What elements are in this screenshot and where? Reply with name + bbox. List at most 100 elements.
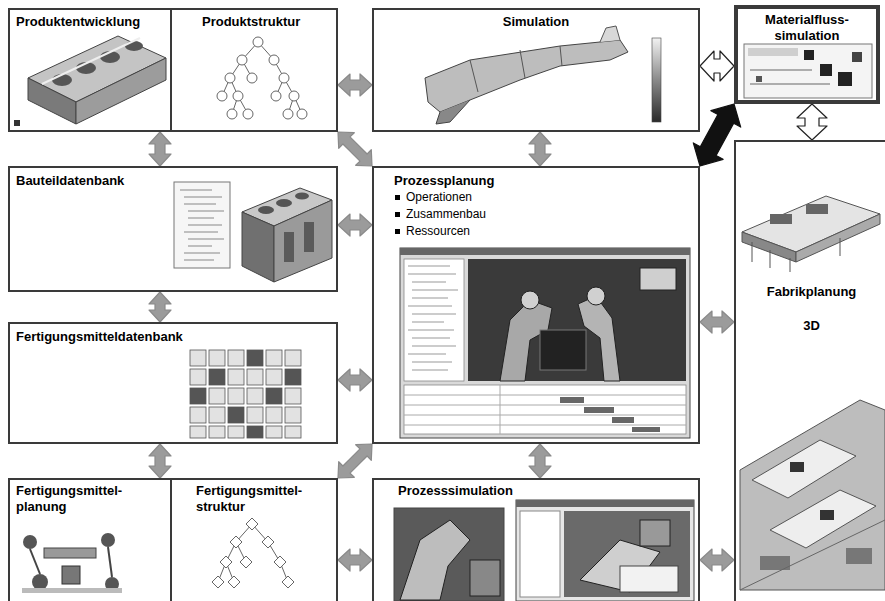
material-flow-illustration-part [744,44,872,98]
tool-database-icons-part [247,426,263,438]
process-simulation-screenshots-part [516,500,694,507]
equipment-tree-illustration-part [240,556,252,568]
process-planning-screenshot-part [408,330,454,331]
engine-block-illustration-part [284,232,294,262]
cylinder-head-illustration-part [76,58,166,124]
process-planning-screenshot-part [404,415,686,416]
process-planning-screenshot-part [404,405,686,406]
simulation-illustration-part [470,46,562,92]
double-arrow [700,549,734,571]
product-development-box: Produktentwicklung [8,8,172,132]
process-planning-screenshot-part [408,354,446,355]
process-simulation-box: Prozesssimulation [372,478,700,601]
process-planning-screenshot-part [412,362,452,363]
simulation-illustration-part [652,38,661,122]
process-simulation-screenshots-part [520,511,560,597]
tool-database-icons-part [209,350,225,366]
part-database-box: Bauteildatenbank [8,166,338,292]
product-tree-illustration-part [247,73,257,83]
factory-3d-illustration [740,400,885,590]
product-tree-illustration-part [233,91,243,101]
simulation-illustration-part [600,26,620,42]
product-tree-illustration-part [253,37,263,47]
material-flow-box: Materialfluss- simulation [734,5,880,104]
tool-database-icons-part [266,369,282,385]
process-simulation-screenshots-part [400,520,470,600]
tool-database-icons-part [209,369,225,385]
cylinder-head-illustration-part [52,74,72,86]
tool-database-icons-part [209,388,225,404]
box-title: Prozesssimulation [398,483,694,499]
tool-database-icons-part [228,426,244,438]
part-database-screenshot-part [184,232,218,233]
tool-database-icons-part [285,388,301,404]
bullet-item: Zusammenbau [394,206,694,223]
part-database-screenshot-part [188,246,212,247]
product-tree-illustration-part [243,109,253,119]
double-arrow [700,51,734,81]
product-tree-illustration-part [289,91,299,101]
box-title: Fertigungsmittel- struktur [196,483,332,515]
product-tree-illustration-part [271,91,281,101]
process-simulation-screenshots-part [394,508,504,601]
material-flow-illustration [744,44,872,98]
cylinder-head-illustration [14,36,166,126]
process-planning-screenshot-part [404,425,686,426]
engine-block-illustration [242,188,332,282]
equipment-planning-box: Fertigungsmittel- planung [8,478,172,601]
conveyor-illustration-part [770,214,792,224]
conveyor-illustration-part [806,204,828,214]
bullet-item: Operationen [394,189,694,206]
product-tree-illustration-part [217,91,227,101]
box-title: Fabrikplanung [736,284,885,300]
material-flow-illustration-part [750,70,812,71]
box-title: Produktstruktur [202,14,332,30]
process-planning-screenshot-part [468,259,686,381]
factory-3d-illustration-part [846,548,872,564]
double-arrow [529,132,551,166]
process-simulation-screenshots-part [470,560,500,596]
equipment-planning-illustration-part [108,547,112,577]
double-arrow [149,132,171,166]
equipment-planning-illustration-part [22,588,122,593]
tool-database-icons-part [266,426,282,438]
equipment-planning-illustration-part [30,549,40,574]
box-title: Simulation [374,14,698,30]
product-tree-illustration-part [225,73,235,83]
double-arrow [529,444,551,478]
equipment-tree-illustration-part [230,536,242,548]
process-simulation-screenshots-part [516,500,694,601]
tool-database-icons-part [285,369,301,385]
simulation-box: Simulation [372,8,700,132]
tool-database-box: Fertigungsmitteldatenbank [8,322,338,444]
tool-database-icons-part [247,350,263,366]
equipment-tree-illustration-part [228,576,240,588]
product-tree-illustration-part [237,55,247,65]
factory-3d-illustration-part [752,440,856,498]
equipment-structure-box: Fertigungsmittel- struktur [172,478,338,601]
part-database-screenshot-part [188,225,222,226]
tool-database-icons-part [266,388,282,404]
equipment-planning-illustration [22,533,122,593]
bullet-item: Ressourcen [394,223,694,240]
process-planning-screenshot-part [408,306,452,307]
part-database-screenshot-part [188,239,224,240]
material-flow-illustration-part [852,52,862,62]
process-planning-screenshot-part [612,417,634,423]
tool-database-icons-part [247,369,263,385]
process-planning-screenshot-part [560,397,584,403]
factory-3d-illustration-part [820,510,834,520]
process-simulation-screenshots-part [564,511,690,597]
box-title: Fertigungsmittel- planung [16,483,156,515]
engine-block-illustration-part [304,222,314,252]
tool-database-icons-part [190,426,206,438]
material-flow-illustration-part [820,64,832,76]
double-arrow [149,444,171,478]
engine-block-illustration-part [295,193,309,200]
part-database-screenshot-part [184,253,220,254]
process-planning-screenshot-part [412,338,450,339]
process-planning-screenshot-part [408,266,450,267]
conveyor-illustration-part [840,238,841,256]
